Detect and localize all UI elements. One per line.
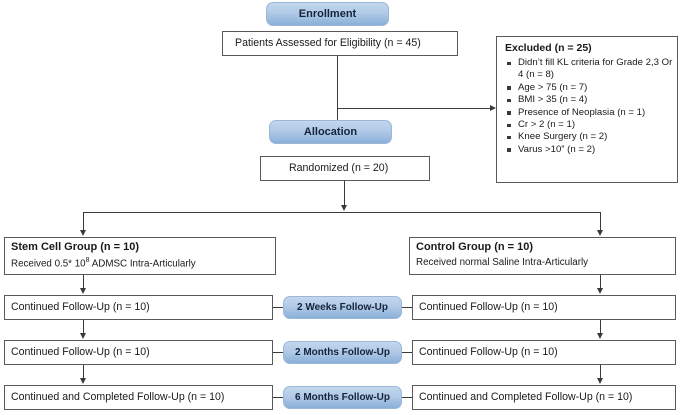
- stem-cell-group-box: Stem Cell Group (n = 10) Received 0.5* 1…: [4, 237, 276, 275]
- followup-right-text-2-months: Continued Follow-Up (n = 10): [419, 346, 558, 358]
- connector-pill-right-2-months: [402, 352, 412, 353]
- stage-label-allocation: Allocation: [269, 120, 392, 144]
- connector-to-excluded-arrow: [490, 104, 496, 111]
- followup-stage-label-2-weeks: 2 Weeks Follow-Up: [297, 302, 388, 313]
- connector-left-row1-row2-arrow: [79, 333, 86, 339]
- list-item: Varus >10” (n = 2): [505, 144, 673, 156]
- connector-left-row2-row3-arrow: [79, 378, 86, 384]
- followup-stage-label-2-months: 2 Months Follow-Up: [295, 347, 390, 358]
- connector-split-left-arrow: [79, 230, 86, 236]
- excluded-title: Excluded (n = 25): [505, 42, 592, 54]
- connector-to-excluded: [337, 108, 490, 109]
- followup-left-box-2-months: Continued Follow-Up (n = 10): [4, 340, 273, 365]
- followup-left-text-2-weeks: Continued Follow-Up (n = 10): [11, 301, 150, 313]
- list-item: Knee Surgery (n = 2): [505, 131, 673, 143]
- connector-stem-to-row1-arrow: [79, 288, 86, 294]
- stem-dose-pre: Received 0.5* 10: [11, 258, 86, 270]
- connector-randomized-down: [344, 181, 345, 205]
- connector-split-horizontal: [83, 212, 600, 213]
- followup-right-box-2-months: Continued Follow-Up (n = 10): [412, 340, 676, 365]
- connector-eligibility-down: [337, 56, 338, 120]
- list-item: BMI > 35 (n = 4): [505, 94, 673, 106]
- randomized-box: Randomized (n = 20): [260, 156, 430, 181]
- stem-cell-group-title: Stem Cell Group (n = 10): [11, 241, 140, 253]
- assessed-for-eligibility-box: Patients Assessed for Eligibility (n = 4…: [222, 31, 458, 56]
- list-item: Presence of Neoplasia (n = 1): [505, 107, 673, 119]
- list-item: Didn’t fill KL criteria for Grade 2,3 Or…: [505, 57, 673, 82]
- followup-right-text-6-months: Continued and Completed Follow-Up (n = 1…: [419, 391, 633, 403]
- control-group-box: Control Group (n = 10) Received normal S…: [409, 237, 676, 275]
- connector-right-row1-row2-arrow: [596, 333, 603, 339]
- excluded-box: Excluded (n = 25) Didn’t fill KL criteri…: [496, 36, 678, 183]
- connector-right-row1-row2: [600, 320, 601, 333]
- connector-pill-right-2-weeks: [402, 307, 412, 308]
- followup-right-box-2-weeks: Continued Follow-Up (n = 10): [412, 295, 676, 320]
- connector-split-left-down: [83, 212, 84, 230]
- list-item: Cr > 2 (n = 1): [505, 119, 673, 131]
- followup-left-box-6-months: Continued and Completed Follow-Up (n = 1…: [4, 385, 273, 410]
- connector-pill-left-6-months: [273, 397, 283, 398]
- stage-label-enrollment-text: Enrollment: [298, 8, 357, 20]
- stem-cell-group-subtitle: Received 0.5* 108 ADMSC Intra-Articularl…: [11, 257, 196, 269]
- connector-pill-left-2-weeks: [273, 307, 283, 308]
- stem-dose-exponent: 8: [85, 257, 90, 264]
- connector-left-row2-row3: [83, 365, 84, 378]
- connector-control-to-row1-arrow: [596, 288, 603, 294]
- followup-left-box-2-weeks: Continued Follow-Up (n = 10): [4, 295, 273, 320]
- followup-stage-pill-6-months: 6 Months Follow-Up: [283, 386, 402, 409]
- control-group-title: Control Group (n = 10): [416, 241, 534, 253]
- connector-randomized-down-arrow: [340, 205, 347, 211]
- followup-stage-pill-2-months: 2 Months Follow-Up: [283, 341, 402, 364]
- stage-label-allocation-text: Allocation: [303, 126, 358, 138]
- followup-left-text-2-months: Continued Follow-Up (n = 10): [11, 346, 150, 358]
- control-group-subtitle: Received normal Saline Intra-Articularly: [416, 257, 589, 268]
- followup-left-text-6-months: Continued and Completed Follow-Up (n = 1…: [11, 391, 225, 403]
- connector-left-row1-row2: [83, 320, 84, 333]
- list-item: Age > 75 (n = 7): [505, 82, 673, 94]
- stage-label-enrollment: Enrollment: [266, 2, 389, 26]
- connector-stem-to-row1: [83, 275, 84, 288]
- connector-split-right-arrow: [596, 230, 603, 236]
- assessed-for-eligibility-text: Patients Assessed for Eligibility (n = 4…: [235, 37, 421, 49]
- connector-split-right-down: [600, 212, 601, 230]
- connector-pill-right-6-months: [402, 397, 412, 398]
- followup-right-box-6-months: Continued and Completed Follow-Up (n = 1…: [412, 385, 676, 410]
- stem-dose-post: ADMSC Intra-Articularly: [89, 258, 196, 270]
- connector-right-row2-row3-arrow: [596, 378, 603, 384]
- followup-stage-label-6-months: 6 Months Follow-Up: [295, 392, 390, 403]
- excluded-list: Didn’t fill KL criteria for Grade 2,3 Or…: [505, 57, 673, 156]
- connector-right-row2-row3: [600, 365, 601, 378]
- randomized-text: Randomized (n = 20): [289, 162, 389, 174]
- connector-control-to-row1: [600, 275, 601, 288]
- followup-right-text-2-weeks: Continued Follow-Up (n = 10): [419, 301, 558, 313]
- followup-stage-pill-2-weeks: 2 Weeks Follow-Up: [283, 296, 402, 319]
- connector-pill-left-2-months: [273, 352, 283, 353]
